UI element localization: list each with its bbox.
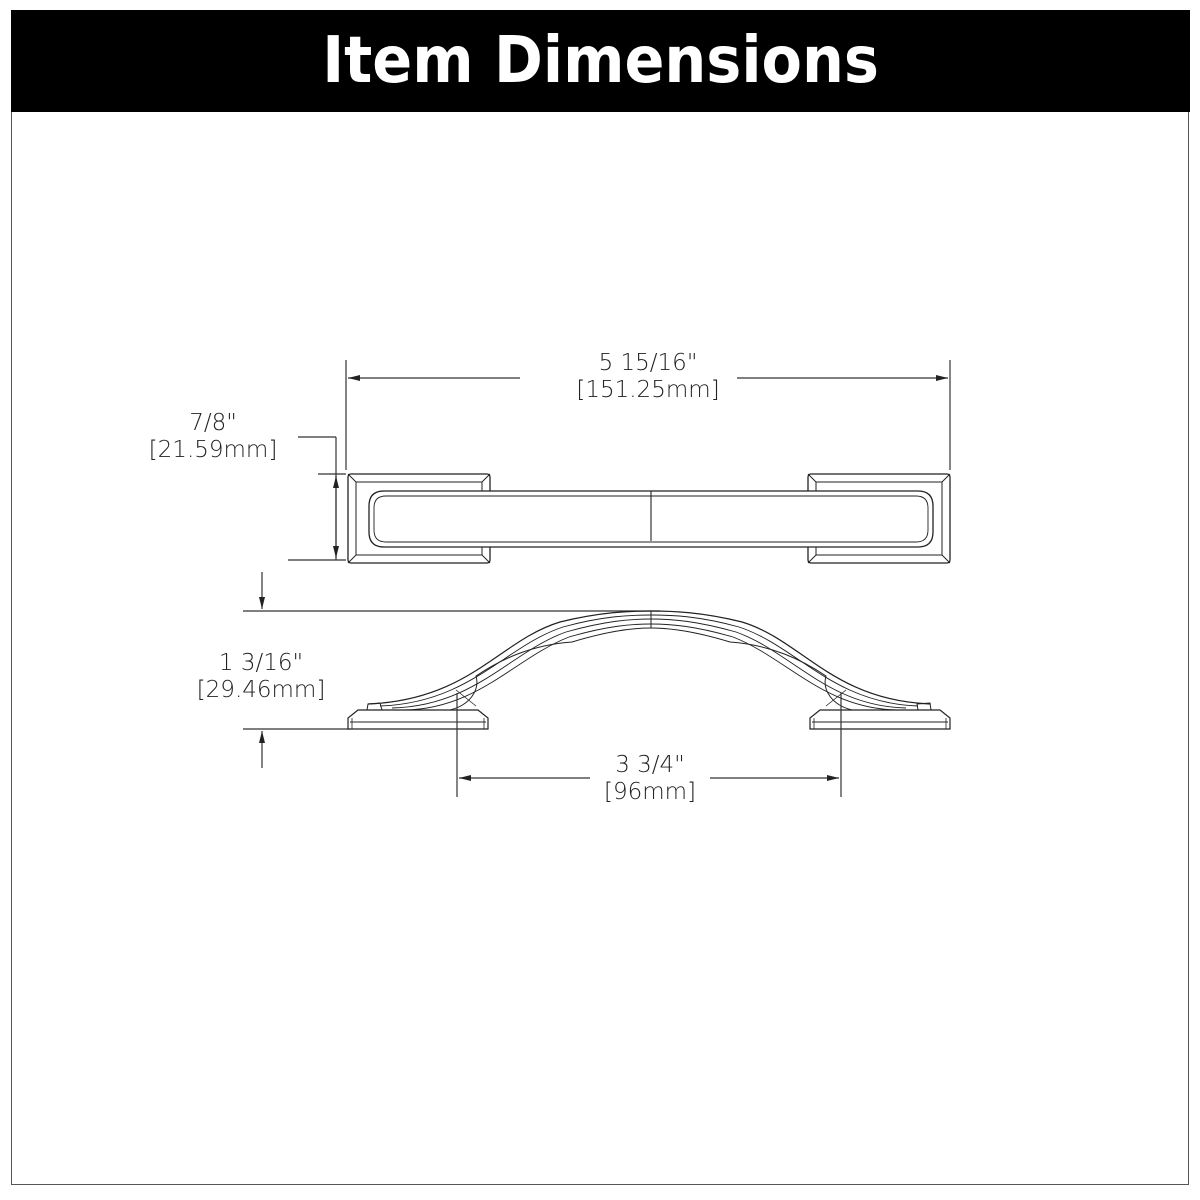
width-imperial: 7/8" (189, 410, 237, 436)
drawing-frame (11, 10, 1189, 1185)
center-to-center-dimension (456, 693, 842, 797)
width-label: 7/8" 21.59mm (138, 410, 288, 464)
projection-dimension (243, 572, 660, 768)
overall-length-dimension (345, 360, 951, 470)
header-bar: Item Dimensions (11, 10, 1190, 112)
top-view-handle (347, 473, 951, 564)
width-metric: 21.59mm (149, 437, 278, 464)
center-to-center-imperial: 3 3/4" (615, 752, 685, 778)
projection-label: 1 3/16" 29.46mm (186, 650, 336, 704)
overall-length-metric: 151.25mm (576, 377, 719, 404)
width-dimension (288, 436, 346, 561)
overall-length-imperial: 5 15/16" (598, 350, 698, 376)
page-title: Item Dimensions (322, 24, 879, 98)
projection-metric: 29.46mm (197, 677, 326, 704)
overall-length-label: 5 15/16" 151.25mm (548, 350, 748, 404)
center-to-center-metric: 96mm (604, 779, 696, 806)
projection-imperial: 1 3/16" (218, 650, 304, 676)
center-to-center-label: 3 3/4" 96mm (575, 752, 725, 806)
side-view-handle (347, 610, 951, 730)
